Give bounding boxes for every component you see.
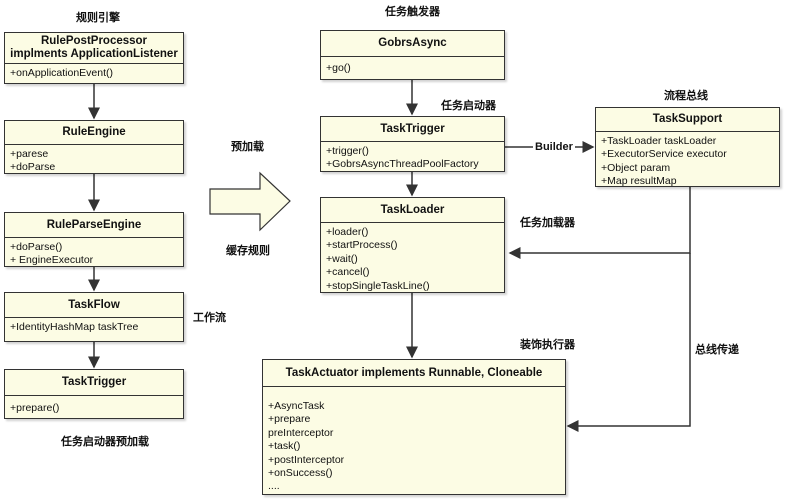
label-workflow: 工作流	[193, 312, 226, 324]
class-title: TaskLoader	[380, 203, 445, 216]
class-title: TaskTrigger	[61, 376, 127, 388]
class-task-flow: TaskFlow +IdentityHashMap taskTree	[4, 292, 184, 342]
class-member: +IdentityHashMap taskTree	[10, 321, 139, 333]
label-bus-delivery: 总线传递	[695, 344, 739, 356]
class-member: +TaskLoader taskLoader	[601, 135, 717, 147]
class-member: +onSuccess()	[268, 467, 333, 480]
class-gobrs-async: GobrsAsync +go()	[320, 30, 505, 80]
class-task-actuator: TaskActuator implements Runnable, Clonea…	[262, 359, 566, 495]
class-title: RulePostProcessor	[40, 35, 148, 47]
class-member: +doParse()	[10, 241, 63, 253]
class-title: RuleParseEngine	[46, 218, 142, 231]
class-rule-engine: RuleEngine +parese +doParse	[4, 120, 184, 174]
class-member: +GobrsAsyncThreadPoolFactory	[326, 158, 479, 171]
label-task-starter: 任务启动器	[441, 100, 496, 112]
class-rule-post-processor: RulePostProcessor implments ApplicationL…	[4, 32, 184, 84]
class-member: +parese	[10, 148, 49, 160]
class-member: +Map resultMap	[601, 175, 677, 188]
class-member: +postInterceptor	[268, 453, 345, 466]
label-decorated-executor: 装饰执行器	[520, 339, 575, 351]
class-rule-parse-engine: RuleParseEngine +doParse() + EngineExecu…	[4, 212, 184, 267]
class-member: +wait()	[326, 252, 358, 265]
class-member: +prepare	[268, 413, 311, 426]
class-member: +trigger()	[326, 145, 369, 157]
class-title: TaskActuator implements Runnable, Clonea…	[285, 366, 543, 379]
class-subtitle: implments ApplicationListener	[10, 48, 178, 60]
line-support-to-actuator	[566, 253, 691, 432]
class-task-trigger-left: TaskTrigger +prepare()	[4, 369, 184, 419]
class-member: preInterceptor	[268, 426, 334, 439]
class-member: +task()	[268, 440, 301, 453]
class-member: +loader()	[326, 226, 369, 238]
big-transition-arrow	[209, 171, 291, 232]
class-member: +AsyncTask	[268, 400, 325, 412]
class-title: TaskFlow	[68, 298, 120, 311]
class-member: +doParse	[10, 161, 56, 174]
class-member: +onApplicationEvent()	[10, 67, 114, 79]
label-preload: 预加载	[231, 141, 264, 153]
class-member: +ExecutorService executor	[601, 148, 727, 161]
class-member: +startProcess()	[326, 239, 398, 252]
label-task-trigger-device: 任务触发器	[385, 6, 440, 18]
class-title: RuleEngine	[62, 126, 126, 138]
class-member: +go()	[326, 62, 351, 74]
class-task-loader: TaskLoader +loader() +startProcess() +wa…	[320, 197, 505, 293]
class-member: +stopSingleTaskLine()	[326, 279, 430, 292]
label-task-loader: 任务加载器	[520, 217, 575, 229]
class-title: TaskSupport	[652, 113, 723, 125]
label-flow-bus: 流程总线	[664, 90, 708, 102]
class-member: +cancel()	[326, 266, 370, 279]
class-title: GobrsAsync	[378, 37, 447, 49]
class-task-support: TaskSupport +TaskLoader taskLoader +Exec…	[595, 107, 780, 187]
label-builder: Builder	[533, 141, 575, 153]
label-rules-engine: 规则引擎	[76, 12, 120, 24]
class-member: +Object param	[601, 161, 671, 174]
class-member: ....	[268, 480, 280, 493]
class-title: TaskTrigger	[380, 122, 445, 135]
class-member: +prepare()	[10, 402, 60, 414]
class-task-trigger: TaskTrigger +trigger() +GobrsAsyncThread…	[320, 116, 505, 172]
class-member: + EngineExecutor	[10, 254, 94, 267]
label-cache-rules: 缓存规则	[226, 245, 270, 257]
label-task-starter-preload: 任务启动器预加载	[61, 436, 149, 448]
